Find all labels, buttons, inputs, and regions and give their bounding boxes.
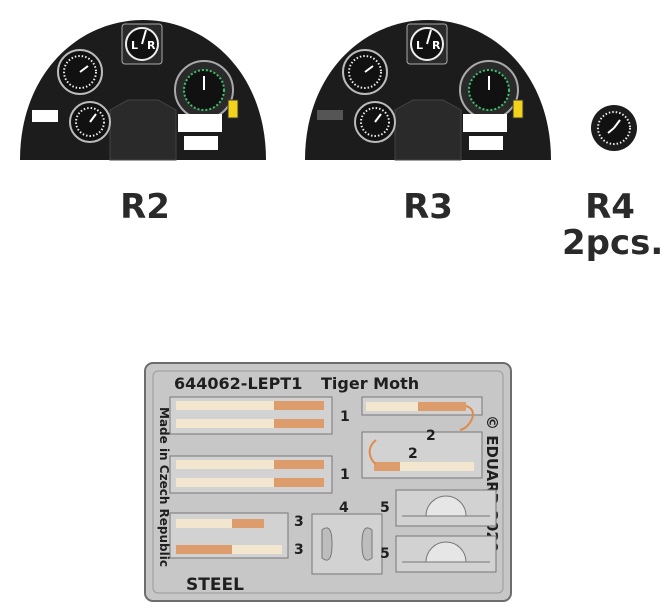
label-r2: R2 bbox=[120, 187, 170, 227]
label-r4: R4 bbox=[585, 187, 635, 227]
switch-plate-left bbox=[317, 110, 343, 120]
switch-plate-right-top bbox=[178, 114, 222, 132]
part-number: 3 bbox=[294, 514, 304, 530]
fret-code: 644062-LEPT1 bbox=[174, 374, 302, 393]
switch-plate-right-bottom bbox=[184, 136, 218, 150]
part-number: 1 bbox=[340, 467, 350, 483]
fret-title: Tiger Moth bbox=[321, 374, 419, 393]
svg-text:L: L bbox=[131, 39, 138, 52]
part-5-lower bbox=[395, 535, 497, 573]
rpm-gauge-icon bbox=[354, 101, 396, 143]
part-4 bbox=[311, 513, 383, 575]
altimeter-gauge-icon: L R bbox=[121, 23, 163, 65]
part-number: 1 bbox=[340, 409, 350, 425]
compass-gauge-icon bbox=[174, 60, 234, 120]
part-5-upper bbox=[395, 489, 497, 527]
switch-plate-right-bottom bbox=[469, 136, 503, 150]
fret-brand: © EDUARD 2020 bbox=[483, 415, 501, 552]
warning-switch bbox=[512, 99, 524, 119]
part-number: 4 bbox=[339, 500, 349, 516]
part-number: 5 bbox=[380, 500, 390, 516]
gauge-r4 bbox=[591, 105, 637, 151]
part-1-upper bbox=[169, 396, 333, 435]
part-number: 2 bbox=[408, 446, 418, 462]
part-2-upper bbox=[361, 396, 483, 431]
switch-plate-left bbox=[32, 110, 58, 122]
label-r3: R3 bbox=[403, 187, 453, 227]
part-number: 5 bbox=[380, 546, 390, 562]
fret-made-in: Made in Czech Republic bbox=[157, 407, 171, 567]
svg-text:R: R bbox=[147, 39, 156, 52]
part-2-lower bbox=[361, 431, 483, 479]
fret-material: STEEL bbox=[186, 575, 244, 595]
clock-gauge-icon bbox=[57, 49, 103, 95]
warning-switch bbox=[227, 99, 239, 119]
svg-text:L: L bbox=[416, 39, 423, 52]
part-number: 2 bbox=[426, 428, 436, 444]
instrument-panel-r2: L R bbox=[20, 20, 266, 161]
compass-gauge-icon bbox=[459, 60, 519, 120]
altimeter-gauge-icon: L R bbox=[406, 23, 448, 65]
part-number: 3 bbox=[294, 542, 304, 558]
part-1-lower bbox=[169, 455, 333, 494]
label-r4-quantity: 2pcs. bbox=[562, 223, 664, 263]
rpm-gauge-icon bbox=[69, 101, 111, 143]
clock-gauge-icon bbox=[342, 49, 388, 95]
part-3 bbox=[169, 512, 289, 559]
instrument-panel-r3: L R bbox=[305, 20, 551, 161]
switch-plate-right-top bbox=[463, 114, 507, 132]
svg-text:R: R bbox=[432, 39, 441, 52]
